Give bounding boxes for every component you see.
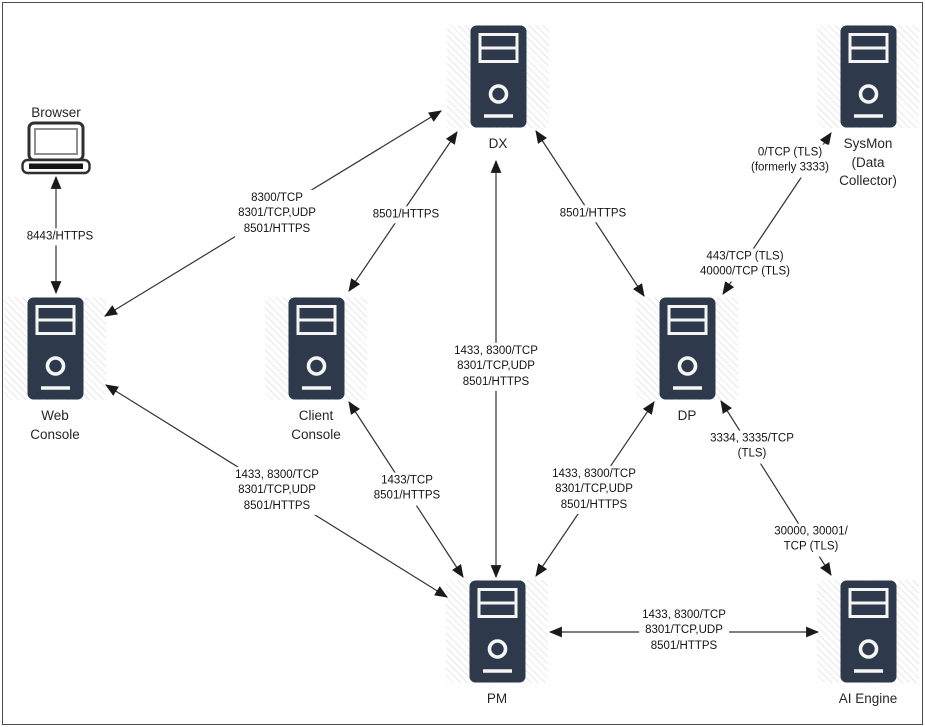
edge-label-line: (TLS) <box>737 448 767 460</box>
edge-label-dp-sysmon: 0/TCP (TLS) (formerly 3333) <box>748 144 832 178</box>
edge-label-line: 8443/HTTPS <box>26 230 94 243</box>
edge-label-dp-pm: 1433, 8300/TCP 8301/TCP,UDP 8501/HTTPS <box>549 465 639 515</box>
edge-label-line: 40000/TCP (TLS) <box>700 266 790 278</box>
node-label-browser: Browser <box>0 104 126 123</box>
edge-label-line: 8501/HTTPS <box>462 375 530 388</box>
edge-label-client-console-pm: 1433/TCP 8501/HTTPS <box>370 472 444 506</box>
node-label-line: Browser <box>31 105 81 120</box>
edge-label-pm-ai-engine: 1433, 8300/TCP 8301/TCP,UDP 8501/HTTPS <box>639 606 729 656</box>
edge-label-line: 1433, 8300/TCP <box>642 608 726 621</box>
edge-label-line: 8501/HTTPS <box>243 499 311 512</box>
server-hatch-background <box>446 580 548 683</box>
server-icon <box>659 297 716 400</box>
server-hatch-background <box>636 297 738 400</box>
edge-label-line: 1433/TCP <box>381 474 433 487</box>
edge-label-line: 8300/TCP <box>251 191 303 204</box>
edge-label-line: 1433, 8300/TCP <box>235 468 319 481</box>
edge-label-line: 8501/HTTPS <box>243 222 311 235</box>
node-label-line: Console <box>30 426 80 442</box>
node-label-line: DX <box>488 136 508 151</box>
edge-label-pm-dx: 1433, 8300/TCP 8301/TCP,UDP 8501/HTTPS <box>451 342 541 392</box>
edge-label-line: 8301/TCP,UDP <box>238 207 316 220</box>
node-label-ai-engine: AI Engine <box>798 690 925 709</box>
node-label-dp: DP <box>617 407 757 426</box>
node-label-line: AI Engine <box>838 691 898 706</box>
edge-label-line: 443/TCP (TLS) <box>706 250 784 263</box>
server-hatch-background <box>447 25 549 128</box>
node-label-line: Collector) <box>839 173 897 189</box>
node-label-line: PM <box>486 691 508 706</box>
edge-label-line: 8501/HTTPS <box>650 639 718 652</box>
laptop-icon <box>21 121 91 175</box>
server-icon <box>470 25 527 128</box>
edge-label-line: 8501/HTTPS <box>559 207 627 220</box>
server-icon <box>27 297 84 400</box>
node-label-line: DP <box>677 408 697 423</box>
server-hatch-background <box>817 580 919 683</box>
node-label-pm: PM <box>427 690 567 709</box>
edge-label-line: 1433, 8300/TCP <box>552 467 636 480</box>
edge-label-line: 30000, 30001/ <box>774 525 848 538</box>
node-label-dx: DX <box>428 135 568 154</box>
edge-label-dp-ai-engine: 30000, 30001/TCP (TLS) <box>771 523 851 557</box>
edge-label-line: TCP (TLS) <box>783 541 839 553</box>
edge-label-line: 8501/HTTPS <box>373 490 441 502</box>
edge-label-line: 8501/HTTPS <box>372 208 440 221</box>
edge-label-dp-ai-engine: 3334, 3335/TCP (TLS) <box>707 430 797 464</box>
edge-label-line: 8301/TCP,UDP <box>645 624 723 637</box>
node-label-line: Console <box>291 426 341 442</box>
server-icon <box>840 25 897 128</box>
server-icon <box>469 580 526 683</box>
server-hatch-background <box>265 297 367 400</box>
edge-label-web-console-dx: 8300/TCP 8301/TCP,UDP 8501/HTTPS <box>235 189 319 239</box>
edge-label-line: (formerly 3333) <box>751 162 829 174</box>
edge-label-line: 8301/TCP,UDP <box>457 360 535 373</box>
edge-label-dp-sysmon: 443/TCP (TLS) 40000/TCP (TLS) <box>697 248 793 282</box>
edge-label-line: 8501/HTTPS <box>560 498 628 511</box>
edge-label-client-console-dx: 8501/HTTPS <box>369 206 443 224</box>
node-label-line: SysMon <box>843 136 893 151</box>
edge-label-dp-dx: 8501/HTTPS <box>556 205 630 223</box>
node-label-line: (Data <box>851 154 885 170</box>
node-label-line: Client <box>298 408 334 423</box>
server-icon <box>840 580 897 683</box>
edge-label-line: 3334, 3335/TCP <box>710 432 794 445</box>
server-icon <box>288 297 345 400</box>
edge-label-line: 1433, 8300/TCP <box>454 344 538 357</box>
edge-label-line: 8301/TCP,UDP <box>555 483 633 496</box>
node-label-line: Web <box>41 408 69 423</box>
server-hatch-background <box>4 297 106 400</box>
edge-label-browser-web-console: 8443/HTTPS <box>23 228 97 246</box>
edge-label-line: 0/TCP (TLS) <box>757 146 823 159</box>
edge-label-line: 8301/TCP,UDP <box>238 484 316 497</box>
edge-label-web-console-pm: 1433, 8300/TCP 8301/TCP,UDP 8501/HTTPS <box>232 466 322 516</box>
server-hatch-background <box>817 25 919 128</box>
